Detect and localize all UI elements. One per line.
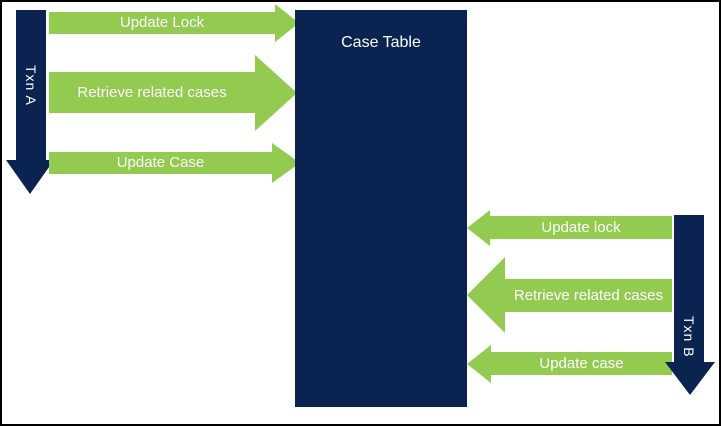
txn-a-call-retrieve-related-cases: Retrieve related cases	[49, 72, 255, 113]
arrow-label: Retrieve related cases	[513, 286, 664, 304]
arrow-label: Update lock	[541, 218, 621, 236]
right-arrowhead-icon	[255, 55, 297, 131]
case-table-label: Case Table	[341, 34, 421, 51]
txn-a-label: Txn A	[23, 64, 39, 106]
txn-a-lane-arrow: Txn A	[16, 10, 46, 160]
left-arrowhead-icon	[467, 345, 491, 383]
txn-b-label: Txn B	[681, 316, 697, 358]
case-table-box: Case Table	[295, 10, 467, 407]
txn-b-call-update-lock: Update lock	[490, 216, 672, 239]
arrow-label: Retrieve related cases	[77, 83, 227, 101]
txn-b-call-retrieve-related-cases: Retrieve related cases	[505, 279, 672, 312]
arrow-label: Update Lock	[119, 14, 205, 31]
left-arrowhead-icon	[467, 210, 490, 246]
txn-a-call-update-case: Update Case	[49, 152, 272, 174]
txn-a-call-update-lock: Update Lock	[49, 12, 275, 34]
left-arrowhead-icon	[467, 257, 505, 333]
txn-b-lane-arrow: Txn B	[674, 215, 704, 362]
arrow-label: Update Case	[116, 154, 205, 171]
arrow-label: Update case	[539, 354, 624, 372]
txn-b-call-update-case: Update case	[491, 352, 672, 375]
txn-b-arrowhead-icon	[665, 362, 715, 395]
txn-a-arrowhead-icon	[6, 160, 54, 194]
